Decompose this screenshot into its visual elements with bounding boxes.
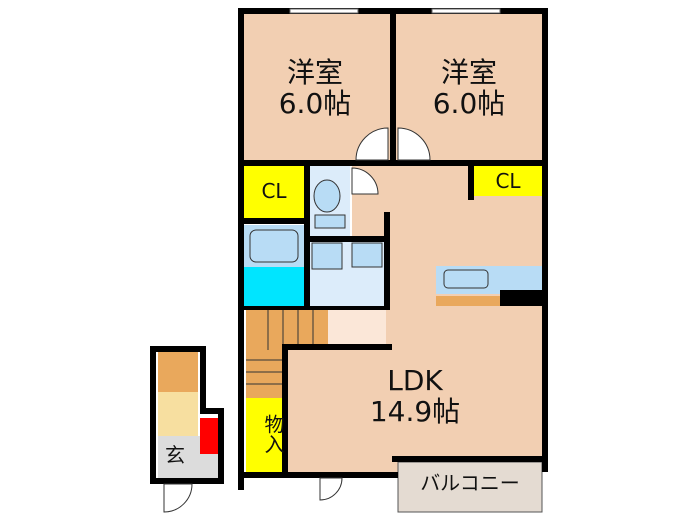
closet-right-label: CL — [495, 169, 521, 193]
western-room-right-size: 6.0帖 — [432, 86, 506, 120]
toilet-icon — [313, 179, 341, 213]
closet-left-label: CL — [261, 179, 287, 203]
bath-wash-area — [244, 267, 304, 307]
western-room-right-name: 洋室 — [440, 56, 497, 89]
kitchen-wall-block — [500, 290, 542, 306]
ldk-size: 14.9帖 — [369, 394, 461, 428]
entrance-step — [158, 392, 198, 436]
toilet-tank — [314, 214, 346, 229]
storage-label: 物入 — [261, 414, 285, 454]
sink-icon — [351, 242, 383, 268]
western-room-left-name: 洋室 — [286, 56, 343, 89]
storage — [246, 398, 286, 474]
shoe-box — [200, 418, 218, 454]
western-room-right-label: 洋室 6.0帖 — [424, 56, 514, 120]
closet-right — [474, 166, 542, 196]
closet-left — [244, 166, 304, 218]
western-room-left-size: 6.0帖 — [278, 86, 352, 120]
bathtub-icon — [249, 229, 299, 263]
balcony-label: バルコニー — [420, 471, 520, 495]
stairs-lower — [246, 350, 288, 398]
kitchen-sink-icon — [443, 269, 489, 289]
entrance-label: 玄 — [165, 443, 185, 467]
stairs — [246, 310, 328, 350]
kitchen-shelf — [436, 296, 500, 306]
entrance-stairs — [158, 352, 198, 392]
washing-machine-icon — [311, 242, 343, 270]
hall-landing — [328, 310, 386, 344]
ldk-label: LDK 14.9帖 — [360, 364, 470, 428]
ldk-name: LDK — [387, 364, 443, 397]
western-room-left-label: 洋室 6.0帖 — [270, 56, 360, 120]
